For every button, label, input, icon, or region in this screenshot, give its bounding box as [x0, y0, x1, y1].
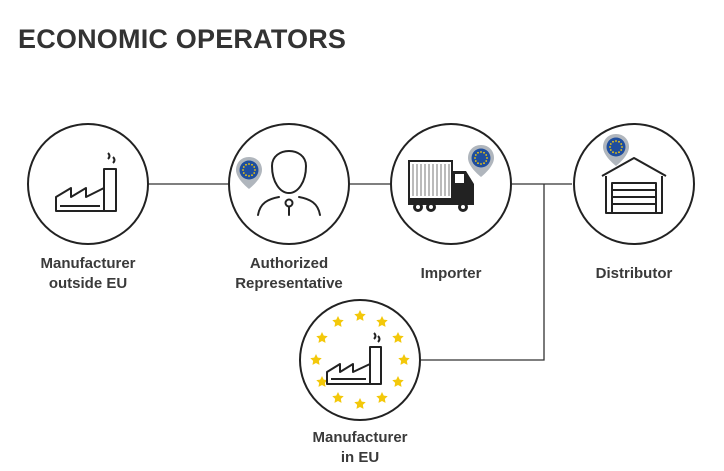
- node-authorized-representative: [228, 123, 350, 245]
- label-authorized-representative: Authorized Representative: [235, 254, 343, 294]
- factory-icon: [326, 332, 382, 385]
- factory-icon: [55, 152, 117, 212]
- label-line: Representative: [235, 275, 343, 292]
- label-line: Manufacturer: [312, 429, 408, 446]
- node-distributor: [573, 123, 695, 245]
- label-manufacturer-in-eu: Manufacturer in EU: [312, 428, 407, 468]
- label-line: outside EU: [48, 275, 128, 292]
- node-manufacturer-outside-eu: [27, 123, 149, 245]
- label-line: Manufacturer: [40, 255, 136, 272]
- label-line: Distributor: [595, 265, 673, 282]
- connector-manufacturer-eu-to-chain: [421, 184, 545, 361]
- label-line: Importer: [420, 265, 482, 282]
- node-manufacturer-in-eu: [299, 299, 421, 421]
- label-line: in EU: [340, 449, 380, 466]
- truck-icon: [408, 160, 474, 212]
- node-importer: [390, 123, 512, 245]
- person-icon: [257, 150, 321, 216]
- label-line: Authorized: [249, 255, 329, 272]
- label-manufacturer-outside-eu: Manufacturer outside EU: [40, 254, 135, 294]
- page-title: ECONOMIC OPERATORS: [18, 24, 347, 54]
- connector-lines: [148, 183, 572, 361]
- label-distributor: Distributor: [596, 264, 673, 284]
- label-importer: Importer: [421, 264, 482, 284]
- warehouse-icon: [601, 157, 667, 214]
